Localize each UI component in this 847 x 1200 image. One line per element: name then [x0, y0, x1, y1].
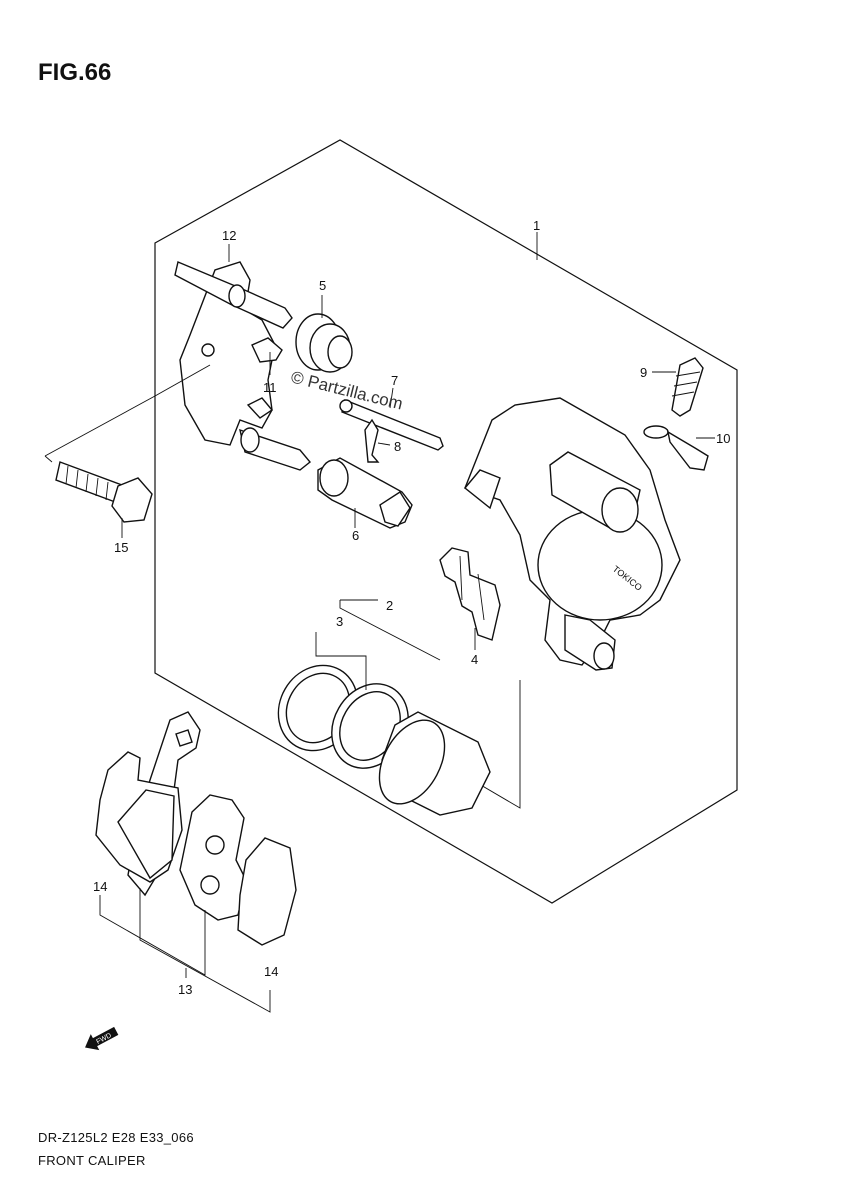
callout-11: 11	[263, 380, 277, 395]
callout-2: 2	[386, 598, 393, 613]
callout-4: 4	[471, 652, 478, 667]
callout-9: 9	[640, 365, 647, 380]
fwd-label: FWD	[95, 1032, 112, 1046]
figure-title: FIG.66	[38, 59, 111, 86]
fwd-arrow: FWD	[85, 1026, 119, 1051]
bleeder-screw	[671, 357, 704, 417]
callout-8: 8	[394, 439, 401, 454]
brake-pad-outer	[95, 751, 183, 883]
assembly-outline	[154, 139, 738, 904]
pin-boot-lower	[317, 457, 413, 529]
model-code: DR-Z125L2 E28 E33_066	[38, 1130, 194, 1145]
leader-lines	[44, 232, 715, 1013]
callout-14-left: 14	[93, 879, 107, 894]
callout-12: 12	[222, 228, 236, 243]
mounting-bolt	[55, 461, 153, 523]
callout-15: 15	[114, 540, 128, 555]
callout-10: 10	[716, 431, 730, 446]
piston	[378, 711, 491, 816]
pad-pin	[339, 399, 444, 451]
callout-1: 1	[533, 218, 540, 233]
pin-clip	[364, 418, 380, 463]
caliper-body: TOKICO	[464, 397, 681, 671]
brake-pad-inner	[179, 794, 297, 946]
pad-spring	[439, 547, 501, 641]
bleeder-cap	[643, 425, 709, 471]
callout-5: 5	[319, 278, 326, 293]
callout-3: 3	[336, 614, 343, 629]
pin-boot-upper	[295, 313, 353, 373]
callout-7: 7	[391, 373, 398, 388]
callout-13: 13	[178, 982, 192, 997]
callout-6: 6	[352, 528, 359, 543]
caliper-bracket	[174, 261, 311, 471]
callout-14-right: 14	[264, 964, 278, 979]
section-name: FRONT CALIPER	[38, 1153, 146, 1168]
